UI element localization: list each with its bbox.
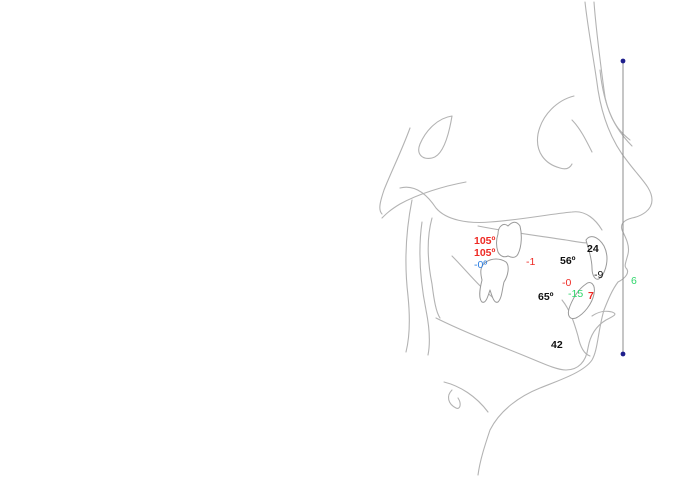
orbit-outline xyxy=(536,95,575,170)
nasal-inner xyxy=(599,69,631,141)
label-upper-molar-angle-1: 105º xyxy=(474,235,496,247)
upper-incisor xyxy=(585,236,608,280)
nasal-bone xyxy=(593,1,633,147)
label-upper-incisor-angle: 56º xyxy=(560,255,576,267)
label-incisor-offset: -9 xyxy=(594,269,603,281)
zygomatic-arch xyxy=(418,115,453,159)
soft-tissue-profile xyxy=(477,1,653,476)
vertical-line-bottom-point xyxy=(620,351,626,357)
label-lower-incisor-red: 7 xyxy=(588,290,594,302)
lower-molar xyxy=(479,258,509,303)
pterygoid xyxy=(381,181,467,219)
pharynx-wall xyxy=(419,221,430,356)
label-upper-incisor-value: 24 xyxy=(587,243,599,255)
label-molar-offset: -1 xyxy=(526,256,535,268)
ramus-anterior xyxy=(427,217,441,319)
label-upper-molar-angle-2: 105º xyxy=(474,247,496,259)
orbit-floor xyxy=(571,119,593,153)
label-lower-incisor-green: -15 xyxy=(568,288,583,300)
label-lower-offset: -0 xyxy=(562,277,571,289)
label-lower-incisor-angle: 65º xyxy=(538,291,554,303)
neck-line xyxy=(443,381,489,413)
mandible-lower-border xyxy=(435,310,616,371)
label-vertical-line-value: 6 xyxy=(631,275,637,287)
cranial-base xyxy=(379,127,411,215)
palatal-plane xyxy=(399,186,603,231)
upper-molar xyxy=(496,221,522,258)
vertical-line-top-point xyxy=(620,58,626,64)
label-molar-deviation: -0º xyxy=(474,259,487,271)
lower-incisor xyxy=(567,281,595,319)
symphysis xyxy=(561,299,591,357)
label-chin-value: 42 xyxy=(551,339,563,351)
hyoid-bone xyxy=(447,389,461,409)
ramus-posterior xyxy=(405,199,413,353)
